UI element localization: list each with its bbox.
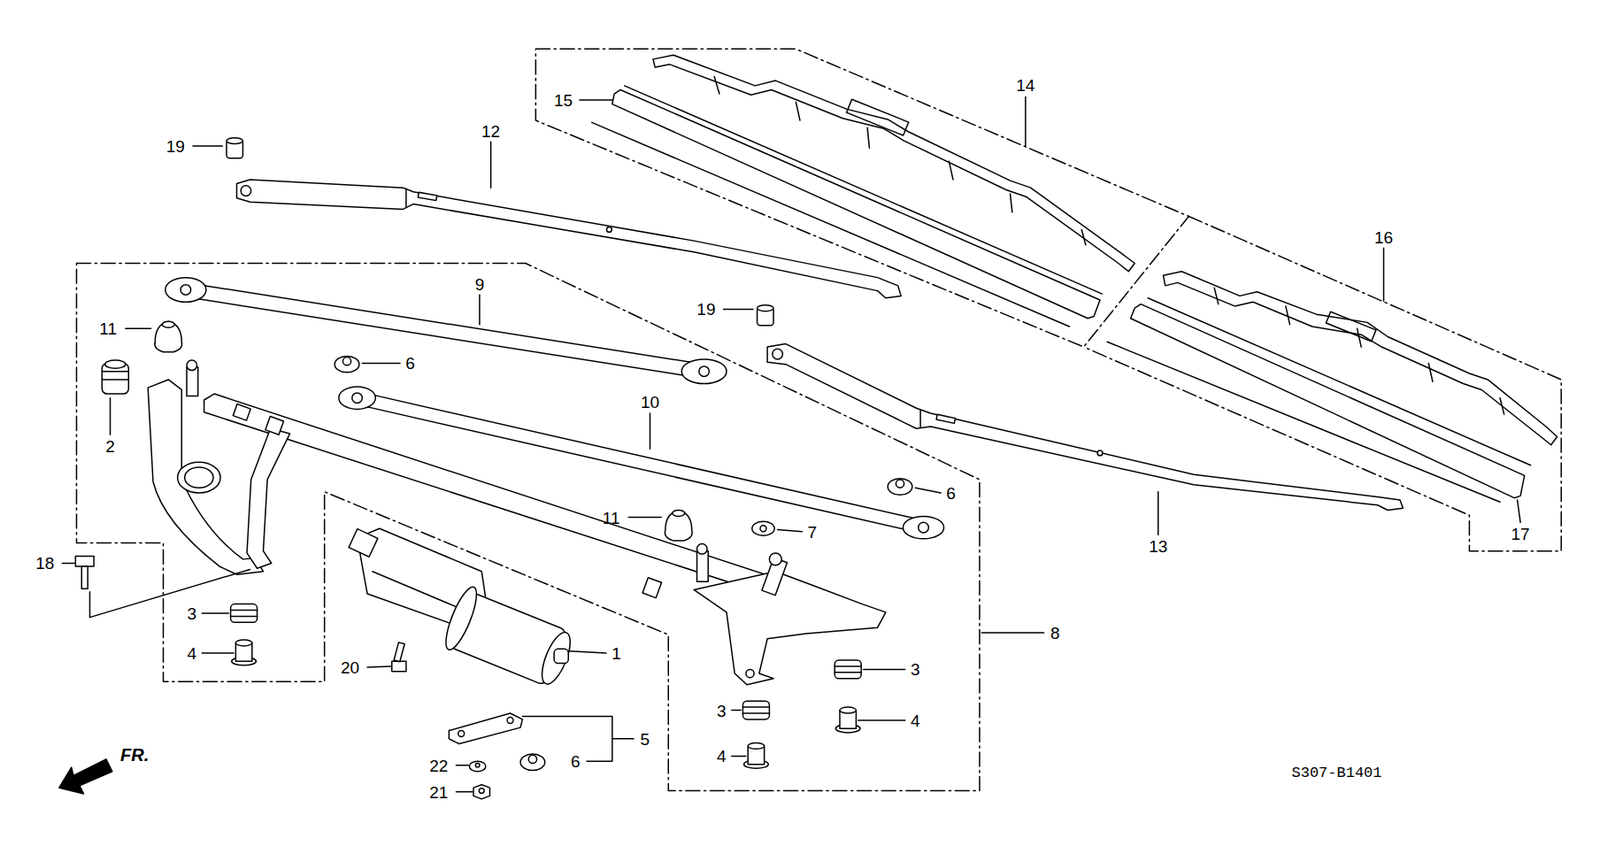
callout-number: 6 (570, 753, 581, 770)
collar-bushing (231, 639, 861, 769)
callout-number: 6 (946, 484, 956, 501)
group-boundary (76, 48, 1562, 791)
callout-number: 5 (639, 730, 650, 747)
front-direction-label: FR. (120, 746, 149, 764)
callout-number: 19 (696, 300, 716, 318)
rubber-grommet (230, 604, 862, 720)
callout-number: 17 (1510, 525, 1530, 543)
callout-number: 9 (475, 275, 485, 293)
wiper-arm (237, 179, 902, 299)
cap-nut (226, 138, 774, 326)
pivot-boot (101, 321, 693, 541)
link-rod (338, 386, 945, 539)
callout-number: 8 (1050, 623, 1061, 641)
callout-number: 15 (553, 92, 573, 109)
callout-number: 19 (166, 137, 185, 154)
callout-number: 18 (35, 554, 54, 572)
flange-nut (334, 355, 913, 770)
callout-number: 7 (807, 523, 818, 540)
callout-number: 12 (481, 122, 500, 139)
callout-number: 13 (1148, 537, 1168, 554)
callout-number: 16 (1374, 228, 1393, 246)
drawing-code: S307-B1401 (1291, 764, 1382, 780)
bolt (75, 555, 407, 671)
callout-number: 4 (716, 747, 727, 765)
callout-number: 3 (716, 701, 727, 719)
callout-number: 4 (186, 644, 197, 662)
link-rod (165, 277, 727, 385)
crank-plate (448, 713, 523, 800)
callout-number: 3 (910, 661, 921, 678)
callout-number: 10 (640, 393, 660, 411)
callout-number: 4 (910, 712, 921, 730)
callout-number: 6 (405, 354, 416, 372)
callout-number: 1 (611, 644, 622, 662)
wiper-linkage-frame (147, 360, 886, 685)
callout-number: 14 (1015, 76, 1035, 93)
callout-number: 21 (429, 783, 448, 800)
leader-line (61, 97, 1521, 793)
front-arrow (59, 759, 113, 794)
callout-number: 2 (105, 437, 116, 454)
callout-number: 20 (340, 659, 360, 677)
callout-number: 11 (602, 508, 621, 526)
callout-number: 22 (429, 756, 448, 774)
wiper-arm (767, 344, 1403, 511)
callout-number: 11 (99, 320, 117, 338)
wiper-blade (1107, 271, 1557, 503)
wiper-motor (348, 528, 577, 688)
callout-number: 3 (186, 604, 197, 622)
